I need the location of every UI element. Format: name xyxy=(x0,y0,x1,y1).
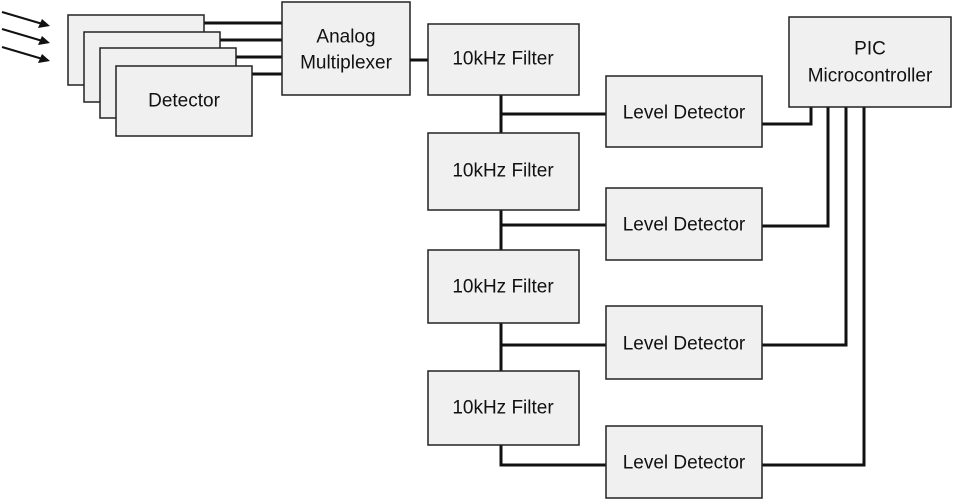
level-detector-label: Level Detector xyxy=(623,334,746,355)
level-detector-2: Level Detector xyxy=(605,187,763,261)
pic-microcontroller: PIC Microcontroller xyxy=(788,16,952,108)
mux-label-line2: Multiplexer xyxy=(300,53,393,74)
filter-box xyxy=(427,23,580,96)
light-arrow-icon xyxy=(1,11,50,28)
level-detector-label: Level Detector xyxy=(623,453,746,474)
light-arrows xyxy=(1,11,50,63)
filter-2: 10kHz Filter xyxy=(427,132,580,211)
filter-box xyxy=(427,370,580,446)
filter-box xyxy=(427,249,580,324)
filter-1: 10kHz Filter xyxy=(427,23,580,96)
tap-wires xyxy=(501,112,606,347)
level-detector-4: Level Detector xyxy=(605,425,763,499)
filter-label: 10kHz Filter xyxy=(452,161,554,182)
filter-label: 10kHz Filter xyxy=(452,398,554,419)
light-arrow-icon xyxy=(1,28,50,45)
pic-box xyxy=(788,16,952,108)
detector-box xyxy=(115,65,253,137)
filter-label: 10kHz Filter xyxy=(452,277,554,298)
level-detector-box xyxy=(605,75,763,148)
filter-4: 10kHz Filter xyxy=(427,370,580,446)
pic-label-line2: Microcontroller xyxy=(808,66,933,87)
mux-box xyxy=(281,1,411,96)
filter-box xyxy=(427,132,580,211)
level-detector-1: Level Detector xyxy=(605,75,763,148)
detector-to-mux-wires xyxy=(204,21,282,76)
level-detector-box xyxy=(605,425,763,499)
filter-3: 10kHz Filter xyxy=(427,249,580,324)
filter-label: 10kHz Filter xyxy=(452,49,554,70)
detector-label: Detector xyxy=(148,91,220,112)
level-detector-box xyxy=(605,305,763,380)
light-arrow-icon xyxy=(1,46,50,63)
pic-label-line1: PIC xyxy=(854,39,886,60)
level-detector-label: Level Detector xyxy=(623,215,746,236)
mux-label-line1: Analog xyxy=(316,27,375,48)
level-detector-box xyxy=(605,187,763,261)
analog-multiplexer: Analog Multiplexer xyxy=(281,1,411,96)
level-detector-3: Level Detector xyxy=(605,305,763,380)
level-detector-label: Level Detector xyxy=(623,103,746,124)
level-to-pic-wires xyxy=(762,107,866,467)
detector-stack: Detector xyxy=(67,14,253,137)
